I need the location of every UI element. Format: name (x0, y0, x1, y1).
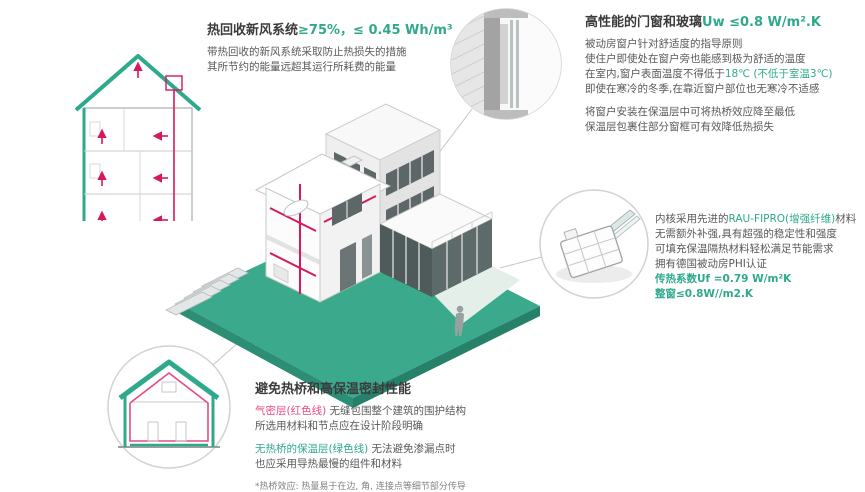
upvc-profile (560, 225, 623, 279)
profile-line-2: 无需额外补强,具有超强的稳定性和强度 (655, 228, 837, 240)
airflow-arrows (97, 61, 168, 221)
windows-title-value: Uw ≤0.8 W/m².K (702, 15, 821, 30)
windows-line-3: 在室内,窗户表面温度不得低于18℃ (不低于室温3℃) (585, 67, 861, 82)
profile-line-4: 拥有德国被动房PHI认证 (655, 258, 767, 270)
insulation-green-line (118, 359, 220, 447)
ventilation-title-text: 热回收新风系统 (207, 23, 299, 38)
person-figure (454, 305, 464, 336)
thermal-line-4: 也应采用导热最慢的组件和材料 (255, 458, 402, 470)
bathtub (283, 199, 309, 217)
cutaway-block (254, 153, 392, 303)
windows-line-3-text: 在室内,窗户表面温度不得低于 (585, 68, 725, 80)
thermal-title: 避免热桥和高保温密封性能 (255, 382, 412, 397)
windows-line-4: 即使在寒冷的冬季,在靠近窗户部位也无寒冷不适感 (585, 83, 820, 95)
windows-text-block: 高性能的门窗和玻璃Uw ≤0.8 W/m².K 被动房窗户针对舒适度的指导原则 … (585, 14, 861, 135)
window-corner-photo (451, 9, 561, 119)
profile-line-1: 内核采用先进的RAU-FIPRO(增强纤维)材料 (655, 212, 863, 227)
airtight-layer-label: 气密层(红色线) (255, 405, 327, 417)
thermal-footnote: *热桥效应: 热量易于在边, 角, 连接点等细节部分传导 (255, 482, 466, 492)
thermal-line-3: 无热桥的保温层(绿色线) 无法避免渗漏点时 (255, 442, 575, 457)
walkway (434, 266, 520, 324)
thermal-line-3-text: 无法避免渗漏点时 (368, 443, 456, 455)
profile-material-name: RAU-FIPRO(增强纤维) (728, 213, 836, 225)
profile-line-1b: 材料 (835, 213, 857, 225)
thermal-body: 气密层(红色线) 无缝包围整个建筑的围护结构 所选用材料和节点应在设计阶段明确 … (255, 404, 575, 492)
window-corner-detail-circle (450, 8, 562, 120)
windows-body: 被动房窗户针对舒适度的指导原则 使住户即使处在窗户旁也能感到极为舒适的温度 在室… (585, 37, 861, 135)
airtight-magenta-line (129, 371, 209, 442)
window-profile-circle (539, 189, 649, 299)
ventilation-title: 热回收新风系统≥75%，≤ 0.45 Wh/m³ (207, 22, 469, 39)
windows-line-5: 将窗户安装在保温层中可将热桥效应降至最低 (585, 106, 795, 118)
windows-line-1: 被动房窗户针对舒适度的指导原则 (585, 38, 743, 50)
roof-line (74, 54, 202, 112)
profile-uf-value: 传热系数Uf =0.79 W/m²K (655, 273, 792, 285)
ventilation-title-value: ≥75%，≤ 0.45 Wh/m³ (298, 23, 453, 38)
heat-recovery-unit (165, 75, 183, 221)
thermal-line-1-text: 无缝包围整个建筑的围护结构 (326, 405, 467, 417)
insulation-layer-label: 无热桥的保温层(绿色线) (255, 443, 369, 455)
windows-line-6: 保温层包裹住部分窗框可有效降低热损失 (585, 121, 774, 133)
ventilation-line-2: 其所节约的能量远超其运行所耗费的能量 (207, 61, 396, 73)
ventilation-house-illustration (74, 54, 202, 221)
terrain-stairs (165, 267, 249, 316)
glass-pavilion (378, 193, 494, 297)
ventilation-text-block: 热回收新风系统≥75%，≤ 0.45 Wh/m³ 带热回收的新风系统采取防止热损… (207, 22, 469, 75)
ventilation-line-1: 带热回收的新风系统采取防止热损失的措施 (207, 46, 407, 58)
windows-line-3-value: 18℃ (不低于室温3℃) (724, 68, 833, 80)
windows-title-text: 高性能的门窗和玻璃 (585, 15, 703, 30)
isometric-house-illustration (165, 103, 540, 408)
thermal-text-block: 避免热桥和高保温密封性能 气密层(红色线) 无缝包围整个建筑的围护结构 所选用材… (255, 381, 575, 492)
profile-text-block: 内核采用先进的RAU-FIPRO(增强纤维)材料 无需额外补强,具有超强的稳定性… (655, 212, 863, 302)
profile-uw-value: 整窗≤0.8W//m2.K (655, 288, 754, 300)
thermal-line-2: 所选用材料和节点应在设计阶段明确 (255, 420, 423, 432)
thermal-house-circle (107, 345, 231, 469)
profile-line-3: 可填充保温隔热材料轻松满足节能需求 (655, 243, 834, 255)
thermal-line-1: 气密层(红色线) 无缝包围整个建筑的围护结构 (255, 404, 575, 419)
ventilation-body: 带热回收的新风系统采取防止热损失的措施 其所节约的能量远超其运行所耗费的能量 (207, 45, 469, 75)
profile-line-1a: 内核采用先进的 (655, 213, 729, 225)
windows-title: 高性能的门窗和玻璃Uw ≤0.8 W/m².K (585, 14, 861, 31)
windows-line-2: 使住户即使处在窗户旁也能感到极为舒适的温度 (585, 53, 806, 65)
profile-body: 内核采用先进的RAU-FIPRO(增强纤维)材料 无需额外补强,具有超强的稳定性… (655, 212, 863, 302)
